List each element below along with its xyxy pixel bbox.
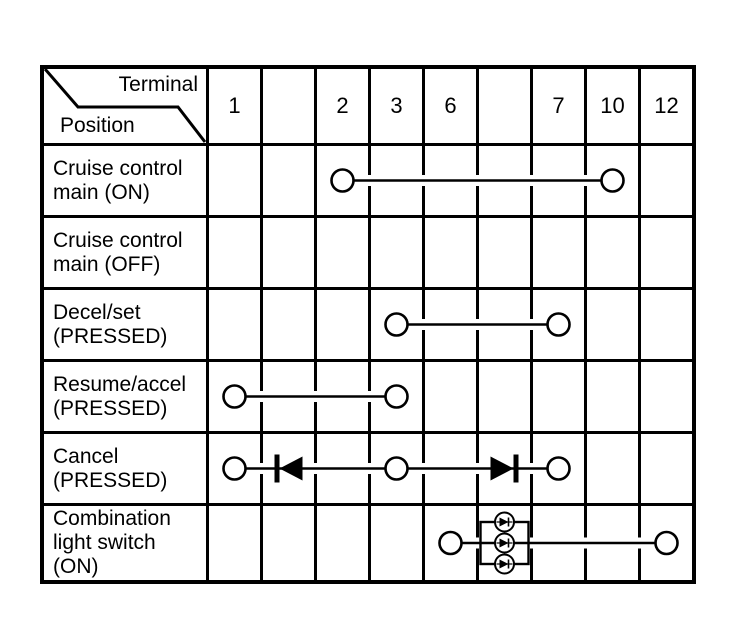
grid-cell	[476, 503, 530, 580]
corner-cell: Terminal Position	[44, 69, 206, 143]
grid-cell	[314, 431, 368, 503]
terminal-header-3: 3	[368, 69, 422, 143]
terminal-header-blank-5	[476, 69, 530, 143]
grid-cell	[530, 215, 584, 287]
row-label-5: Combination light switch (ON)	[44, 503, 206, 580]
row-label-1: Cruise control main (OFF)	[44, 215, 206, 287]
terminal-header-label: 6	[444, 93, 457, 118]
grid-cell	[638, 503, 692, 580]
grid-cell	[476, 287, 530, 359]
terminal-header-label: 12	[654, 93, 679, 118]
grid-cell	[368, 215, 422, 287]
row-label-text: Cruise control main (ON)	[53, 156, 183, 204]
terminal-header-10: 10	[584, 69, 638, 143]
grid-cell	[260, 143, 314, 215]
grid-cell	[530, 503, 584, 580]
row-label-0: Cruise control main (ON)	[44, 143, 206, 215]
grid-cell	[638, 143, 692, 215]
grid-cell	[206, 287, 260, 359]
grid-cell	[368, 359, 422, 431]
row-label-3: Resume/accel (PRESSED)	[44, 359, 206, 431]
grid-cell	[260, 503, 314, 580]
grid-cell	[584, 215, 638, 287]
grid-cell	[584, 431, 638, 503]
terminal-header-label: 7	[552, 93, 565, 118]
terminal-header-label: 10	[600, 93, 625, 118]
grid-cell	[530, 359, 584, 431]
row-label-text: Resume/accel (PRESSED)	[53, 372, 187, 420]
grid-cell	[206, 503, 260, 580]
grid-cell	[206, 359, 260, 431]
grid-cell	[206, 431, 260, 503]
grid-cell	[368, 287, 422, 359]
grid-cell	[530, 287, 584, 359]
terminal-header-1: 1	[206, 69, 260, 143]
grid-cell	[314, 143, 368, 215]
grid-cell	[638, 287, 692, 359]
grid-cell	[314, 359, 368, 431]
grid-cell	[260, 215, 314, 287]
corner-position-label: Position	[60, 114, 135, 137]
grid-cell	[260, 359, 314, 431]
terminal-header-label: 3	[390, 93, 403, 118]
corner-terminal-label: Terminal	[118, 73, 198, 96]
grid-cell	[638, 215, 692, 287]
grid-cell	[314, 287, 368, 359]
grid-cell	[422, 215, 476, 287]
grid-cell	[422, 287, 476, 359]
terminal-header-label: 2	[336, 93, 349, 118]
grid-cell	[476, 359, 530, 431]
grid-cell	[584, 359, 638, 431]
grid-cell	[260, 287, 314, 359]
grid-cell	[206, 215, 260, 287]
terminal-header-blank-1	[260, 69, 314, 143]
row-label-4: Cancel (PRESSED)	[44, 431, 206, 503]
grid-cell	[368, 431, 422, 503]
grid-cell	[584, 143, 638, 215]
grid-cell	[422, 359, 476, 431]
grid-cell	[314, 215, 368, 287]
grid-cell	[260, 431, 314, 503]
terminal-header-6: 6	[422, 69, 476, 143]
grid-cell	[422, 503, 476, 580]
grid-cell	[368, 143, 422, 215]
grid-cell	[476, 215, 530, 287]
terminal-header-2: 2	[314, 69, 368, 143]
grid-cell	[422, 143, 476, 215]
grid-cell	[476, 143, 530, 215]
row-label-text: Cancel (PRESSED)	[53, 444, 168, 492]
grid-cell	[530, 143, 584, 215]
grid-cell	[476, 431, 530, 503]
grid-cell	[584, 287, 638, 359]
terminal-header-12: 12	[638, 69, 692, 143]
terminal-header-7: 7	[530, 69, 584, 143]
row-label-text: Combination light switch (ON)	[53, 507, 171, 578]
corner-divider-line	[44, 69, 206, 143]
grid-cell	[314, 503, 368, 580]
grid-cell	[638, 359, 692, 431]
terminal-header-label: 1	[228, 93, 241, 118]
grid-cell	[206, 143, 260, 215]
row-label-text: Decel/set (PRESSED)	[53, 300, 168, 348]
row-label-2: Decel/set (PRESSED)	[44, 287, 206, 359]
grid-cell	[638, 431, 692, 503]
grid-cell	[584, 503, 638, 580]
row-label-text: Cruise control main (OFF)	[53, 228, 183, 276]
grid-cell	[422, 431, 476, 503]
grid-cell	[530, 431, 584, 503]
grid-cell	[368, 503, 422, 580]
